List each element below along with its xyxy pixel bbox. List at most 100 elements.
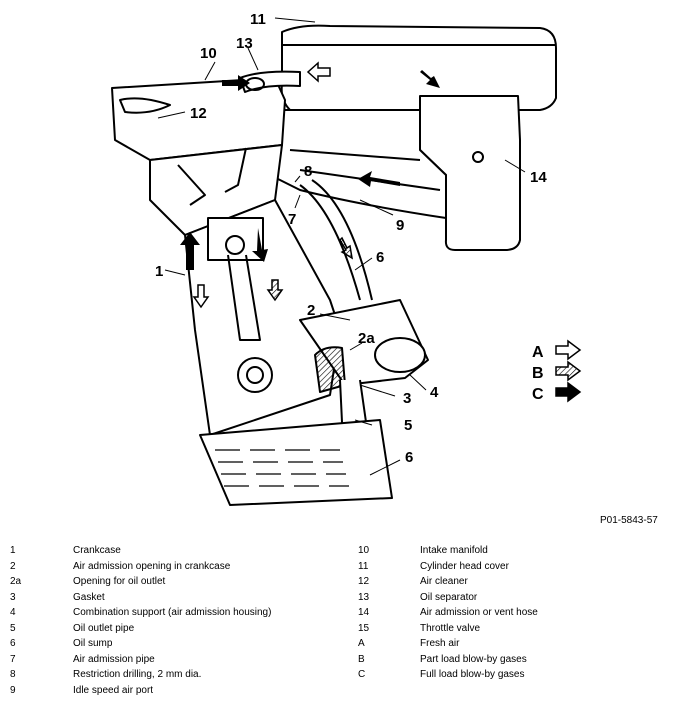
- crank-journal: [246, 366, 264, 384]
- flow-legend-a-letter: A: [532, 344, 544, 361]
- legend-text: Air admission pipe: [73, 653, 155, 665]
- legend-text: Air cleaner: [420, 576, 468, 587]
- legend-row: 2a Opening for oil outlet: [10, 574, 271, 590]
- fresh-air-legend-arrow: [555, 339, 582, 361]
- crankshaft: [237, 357, 273, 393]
- legend-num: 14: [358, 607, 370, 618]
- flow-legend-b-letter: B: [532, 365, 544, 382]
- legend-num: 2a: [10, 576, 22, 587]
- part-load-arrow-crankcase: [266, 279, 284, 302]
- fresh-air-arrow-crankcase: [192, 284, 210, 309]
- legend-num: 15: [358, 622, 370, 634]
- legend-text: Throttle valve: [420, 622, 481, 634]
- legend-row: 10 Intake manifold: [358, 543, 538, 559]
- legend-num: 5: [10, 622, 16, 634]
- full-load-arrow-down: [252, 228, 268, 262]
- callout-15: 14: [530, 169, 547, 186]
- legend-num: C: [358, 669, 366, 680]
- part-load-legend-arrow: [555, 360, 582, 382]
- legend-text: Combination support (air admission housi…: [73, 607, 272, 618]
- part-load-arrow-pipe: [339, 236, 354, 260]
- callout-9: 8: [304, 163, 312, 180]
- callout-6: 6: [405, 449, 413, 466]
- throttle-housing: [419, 95, 521, 251]
- callout-2a: 2a: [358, 330, 375, 347]
- oil-level-dashes: [215, 449, 349, 487]
- legend-num: 1: [10, 545, 16, 556]
- intake-valve: [177, 164, 206, 206]
- oil-separator: [119, 97, 171, 114]
- legend-row: 5 Oil outlet pipe: [10, 621, 271, 637]
- legend-num: 7: [10, 653, 16, 665]
- legend-row: 14 Air admission or vent hose: [358, 605, 538, 621]
- legend-text: Restriction drilling, 2 mm dia.: [73, 669, 202, 680]
- callout-5: 5: [404, 417, 412, 434]
- legend-num: 11: [358, 560, 369, 572]
- air-admission-pipe: [299, 179, 373, 301]
- figure-id: P01-5843-57: [600, 515, 658, 526]
- flow-legend-c-letter: C: [532, 386, 544, 403]
- legend-row: A Fresh air: [358, 636, 538, 652]
- exhaust-valve: [224, 147, 247, 193]
- legend-num: 13: [358, 591, 370, 603]
- legend-text: Crankcase: [73, 545, 121, 556]
- legend-text: Air admission or vent hose: [420, 607, 538, 618]
- callout-13: 12: [190, 105, 207, 122]
- callout-10: 9: [396, 217, 404, 234]
- legend-num: 10: [358, 545, 370, 556]
- legend-num: 3: [10, 591, 16, 603]
- legend-left-column: 1 Crankcase 2 Air admission opening in cra…: [10, 543, 271, 698]
- callout-2: 2: [307, 302, 315, 319]
- legend-text: Opening for oil outlet: [73, 576, 166, 587]
- callout-3: 3: [403, 390, 411, 407]
- callout-12: 11: [250, 11, 266, 28]
- legend-num: 8: [10, 669, 16, 680]
- legend-num: 4: [10, 607, 16, 618]
- leader-lines: [157, 17, 526, 476]
- callout-8: 7: [288, 211, 296, 228]
- fresh-air-arrow-cleaner: [306, 61, 331, 83]
- legend-num: A: [358, 638, 365, 649]
- full-load-legend-arrow: [555, 381, 582, 403]
- legend-text: Oil outlet pipe: [73, 622, 135, 634]
- callout-11: 10: [200, 45, 217, 62]
- legend-row: 13 Oil separator: [358, 590, 538, 606]
- legend-text: Fresh air: [420, 638, 460, 649]
- legend-num: 2: [10, 560, 16, 572]
- legend-row: 7 Air admission pipe: [10, 652, 271, 668]
- legend-text: Air admission opening in crankcase: [73, 560, 231, 572]
- legend-row: 8 Restriction drilling, 2 mm dia.: [10, 667, 271, 683]
- legend-num: 9: [10, 684, 16, 696]
- legend-text: Oil separator: [420, 591, 478, 603]
- legend-row: 9 Idle speed air port: [10, 683, 271, 699]
- throttle-valve: [472, 151, 484, 163]
- legend-row: 12 Air cleaner: [358, 574, 538, 590]
- callout-1: 1: [155, 263, 163, 280]
- intake-manifold: [269, 109, 447, 219]
- air-cleaner-inlet-arrow: [420, 70, 440, 88]
- full-load-arrow-head: [222, 75, 250, 91]
- legend-num: 12: [358, 576, 370, 587]
- legend-text: Idle speed air port: [73, 684, 154, 696]
- callout-7: 6: [376, 249, 384, 266]
- flow-legend: A B C: [532, 339, 582, 403]
- callout-4: 4: [430, 384, 439, 401]
- legend-row: 4 Combination support (air admission hous…: [10, 605, 271, 621]
- legend-text: Intake manifold: [420, 545, 488, 556]
- piston-pin: [225, 235, 245, 255]
- legend-num: B: [358, 653, 365, 665]
- callout-14: 13: [236, 35, 253, 52]
- legend-row: 2 Air admission opening in crankcase: [10, 559, 271, 575]
- support-hatched-block: [314, 346, 346, 393]
- legend-text: Oil sump: [73, 638, 113, 649]
- callout-labels: 11 13 10 12 8 7 9 14 6 1 2 2a 4 3 5 6: [155, 11, 547, 466]
- legend-row: 1 Crankcase: [10, 543, 271, 559]
- legend-num: 6: [10, 638, 16, 649]
- legend-row: 6 Oil sump: [10, 636, 271, 652]
- engine-crankcase-ventilation-diagram: 11 13 10 12 8 7 9 14 6 1 2 2a 4 3 5 6 A …: [111, 11, 582, 506]
- legend-text: Gasket: [73, 591, 105, 603]
